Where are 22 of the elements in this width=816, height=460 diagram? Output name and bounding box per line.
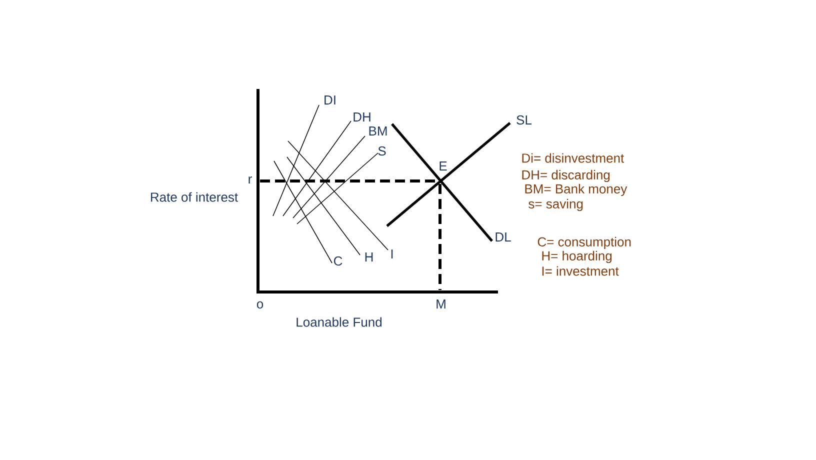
curve-label: C: [334, 256, 342, 266]
definition-note: DH= discarding: [522, 170, 610, 182]
curve-label: S: [378, 146, 386, 156]
point-label: E: [440, 162, 447, 170]
definition-note: H= hoarding: [542, 250, 612, 264]
curve-label: DH: [354, 112, 370, 122]
curve-label: SL: [516, 115, 532, 125]
axis-label: M: [436, 300, 446, 308]
curve-label: BM: [369, 126, 387, 136]
curve-label: DI: [324, 96, 336, 104]
curve-label: H: [365, 252, 373, 262]
axis-label: r: [248, 176, 252, 184]
curve-label: DL: [496, 232, 511, 242]
axis-label: o: [256, 301, 264, 309]
definition-note: BM= Bank money: [525, 184, 628, 196]
curve-label: I: [391, 250, 393, 258]
definition-note: I= investment: [542, 266, 619, 276]
definition-note: C= consumption: [538, 236, 631, 250]
axis-title: Rate of interest: [151, 192, 238, 202]
definition-note: s= saving: [528, 198, 583, 212]
axis-title: Loanable Fund: [296, 317, 382, 327]
definition-note: Di= disinvestment: [522, 153, 624, 163]
